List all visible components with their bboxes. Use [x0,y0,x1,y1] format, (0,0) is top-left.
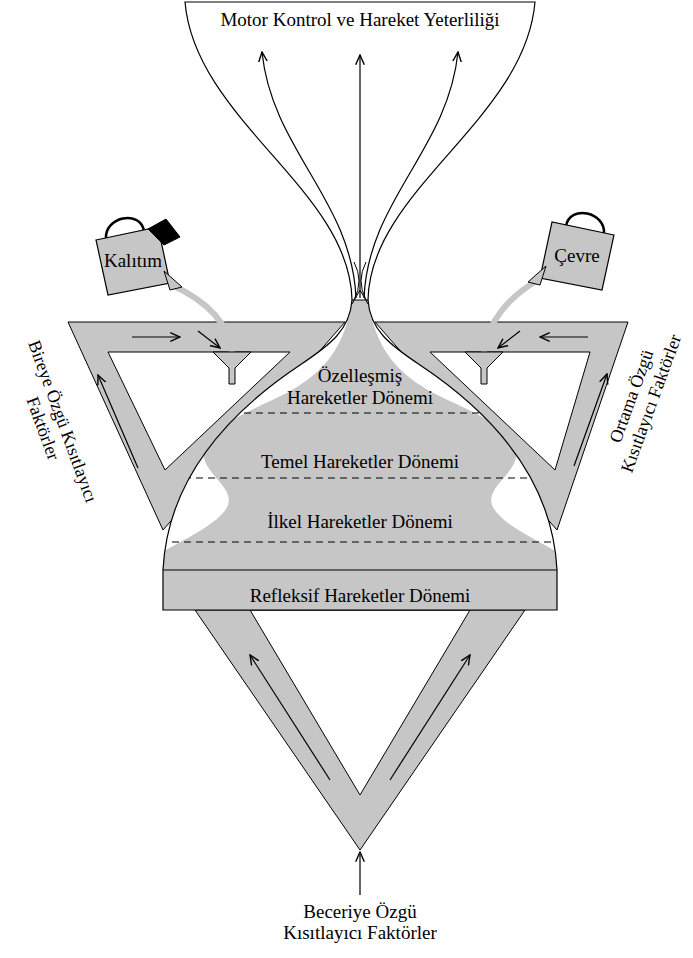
period-band: Refleksif Hareketler Dönemi [170,585,550,609]
period-label: Refleksif Hareketler Dönemi [250,585,471,607]
bulb-base-line [163,570,557,571]
funnel [465,352,503,384]
flow-arrow [132,336,180,337]
pitcher-body [540,222,614,290]
flow-arrow [98,375,138,468]
period-label: Özelleşmiş Hareketler Dönemi [283,365,438,409]
neck-lens [352,262,368,304]
period-band: İlkel Hareketler Dönemi [190,511,530,535]
pitcher-spout [164,271,182,290]
period-divider [160,413,560,414]
outcome-bulb-shape [180,0,540,300]
heredity-stream [172,285,232,352]
flow-arrow [574,374,607,466]
period-band: Temel Hareketler Dönemi [200,451,520,475]
flow-arrow [390,655,470,780]
flow-arrow [250,655,330,780]
pitcher-lid [148,219,180,245]
outcome-bulb: Motor Kontrol ve Hareket Yeterliliği [180,0,540,300]
pitcher-label: Kalıtım [104,250,162,272]
outcome-title: Motor Kontrol ve Hareket Yeterliliği [220,9,499,31]
flow-arrow [498,331,520,348]
period-divider [160,542,560,543]
task-constraint-frame [195,610,525,850]
outcome-arrow [359,55,360,298]
environment-stream [484,280,538,352]
lower-bulb-outline [163,300,557,610]
outcome-arrow [364,52,458,298]
funnel [213,352,251,384]
period-band: Özelleşmiş Hareketler Dönemi [270,365,450,411]
flow-arrow [198,331,220,348]
period-divider [160,478,560,479]
sand-fill [150,300,570,620]
environment-pitcher: Çevre [522,210,622,295]
constraint-label: Beceriye Özgü Kısıtlayıcı Faktörler [273,901,448,943]
period-label: İlkel Hareketler Dönemi [267,511,453,533]
pitcher-spout [528,266,546,285]
heredity-pitcher: Kalıtım [88,215,188,300]
upper-bulb-outline [185,2,535,300]
period-label: Temel Hareketler Dönemi [261,451,459,473]
pitcher-label: Çevre [554,245,599,267]
flow-arrow [540,336,588,337]
flow-arrow [359,852,360,895]
outcome-arrow [262,52,356,298]
